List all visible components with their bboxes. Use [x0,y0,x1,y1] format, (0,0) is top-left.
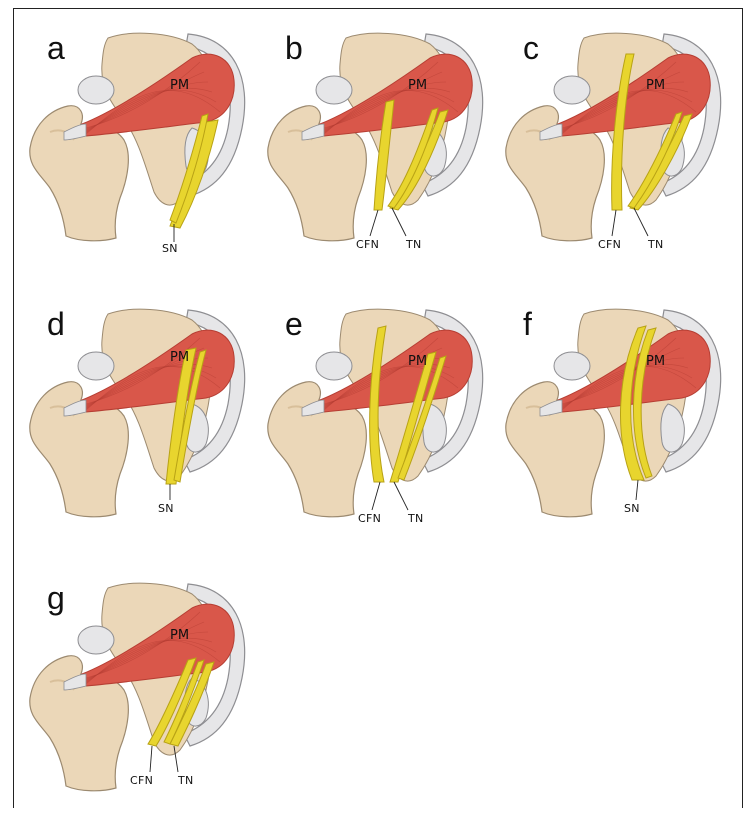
femoral-head [78,352,114,380]
muscle-label: PM [408,354,427,369]
nerve-label: CFN [130,774,153,787]
nerve-label: CFN [358,512,381,525]
panel-letter: g [47,582,65,614]
panel-letter: b [285,32,303,64]
panel-letter: d [47,308,65,340]
label-leader-line [392,208,406,236]
label-leader-line [150,746,152,772]
nerve-label: SN [162,242,178,255]
label-leader-line [634,208,648,236]
panel-letter: a [47,32,65,64]
nerve-label: SN [158,502,174,515]
muscle-label: PM [646,354,665,369]
femoral-head [78,626,114,654]
femoral-head [316,76,352,104]
label-leader-line [394,482,408,510]
panel-letter: c [523,32,539,64]
panel-letter: f [523,308,532,340]
nerve-label: CFN [356,238,379,251]
muscle-label: PM [170,628,189,643]
femoral-head [554,352,590,380]
label-leader-line [372,482,380,510]
femoral-head [78,76,114,104]
nerve-label: CFN [598,238,621,251]
nerve-label: TN [648,238,664,251]
nerve-label: TN [408,512,424,525]
muscle-label: PM [170,78,189,93]
panel-letter: e [285,308,303,340]
muscle-label: PM [170,350,189,365]
label-leader-line [636,480,638,500]
nerve-label: TN [178,774,194,787]
label-leader-line [612,210,616,236]
label-leader-line [370,210,378,236]
muscle-label: PM [408,78,427,93]
muscle-label: PM [646,78,665,93]
femoral-head [316,352,352,380]
femoral-head [554,76,590,104]
nerve-label: SN [624,502,640,515]
nerve-label: TN [406,238,422,251]
